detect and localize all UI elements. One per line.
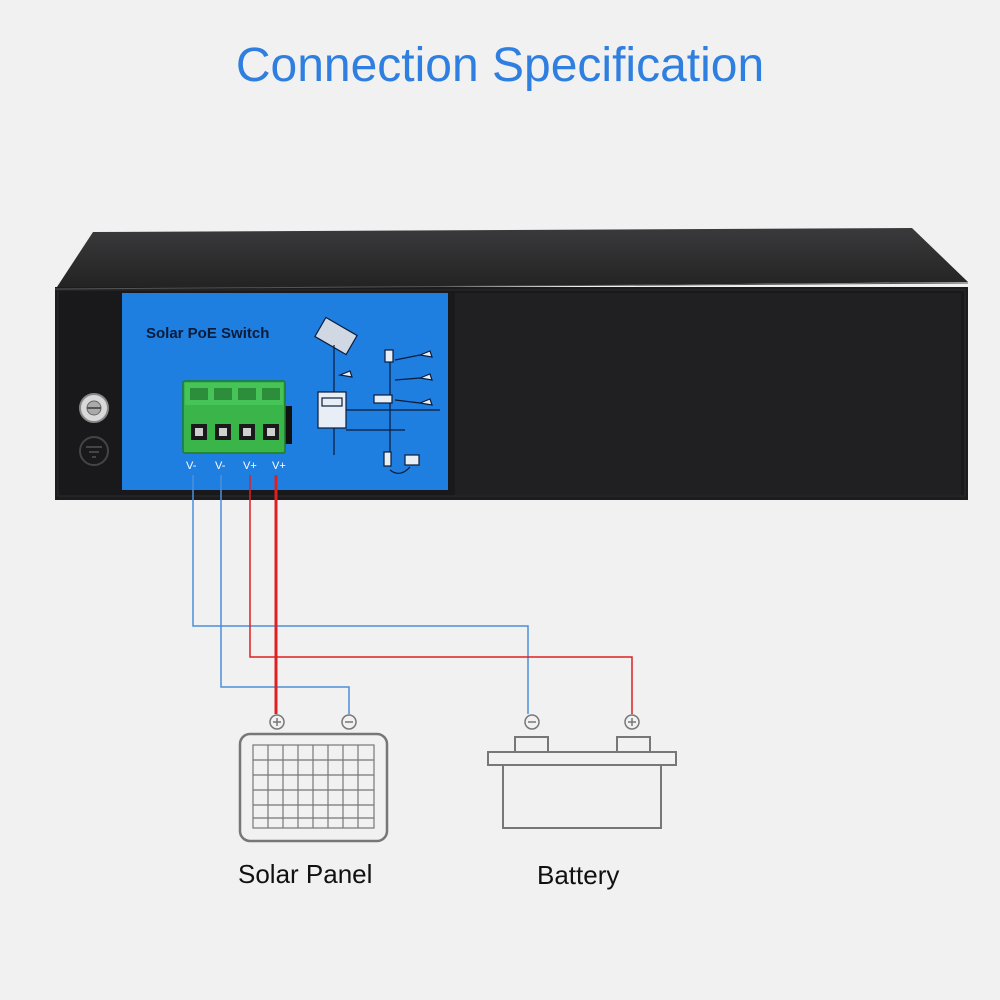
positive-terminal-icon (624, 714, 640, 730)
solar-panel-caption: Solar Panel (238, 859, 373, 889)
page-title: Connection Specification (235, 39, 765, 92)
battery-icon (487, 714, 677, 829)
wiring (192, 475, 633, 714)
terminal-label: V+ (243, 460, 257, 472)
terminal-label: V- (186, 460, 197, 472)
solar-system-illustration-icon (314, 316, 440, 474)
solar-panel-icon (238, 714, 389, 843)
terminal-label: V+ (272, 460, 286, 472)
ground-screw-icon (79, 393, 109, 423)
terminal-block (182, 380, 292, 454)
positive-terminal-icon (269, 714, 285, 730)
ground-symbol-icon (79, 436, 109, 466)
negative-terminal-icon (341, 714, 357, 730)
device-label-title: Solar PoE Switch (146, 325, 269, 342)
negative-wire (192, 475, 529, 714)
negative-wire (220, 475, 350, 714)
battery-caption: Battery (537, 860, 620, 890)
device-label: Solar PoE Switch (122, 293, 448, 490)
terminal-label: V- (215, 460, 226, 472)
positive-wire (249, 475, 633, 714)
negative-terminal-icon (524, 714, 540, 730)
